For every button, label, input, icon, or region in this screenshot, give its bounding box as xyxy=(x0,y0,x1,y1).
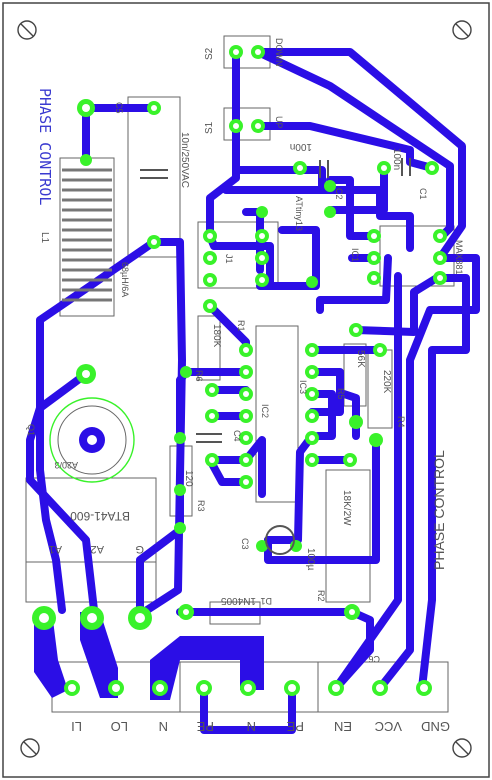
label-r5: R5 xyxy=(336,388,346,400)
power-traces xyxy=(34,612,264,700)
label-l1: L1 xyxy=(39,232,50,244)
label-g-pin: G xyxy=(135,543,144,555)
mounting-holes xyxy=(17,20,472,758)
label-ic3: IC3 xyxy=(298,380,308,394)
label-c5: C5 xyxy=(114,102,124,114)
capacitor-symbols xyxy=(140,158,411,555)
terminal-pe-label: PE xyxy=(196,719,214,734)
label-r5-value: 56K xyxy=(355,350,366,368)
label-a2-pin: A2 xyxy=(91,543,104,555)
board-title-side: PHASE CONTROL xyxy=(431,450,447,570)
label-r2: R2 xyxy=(316,590,326,602)
label-q1: Q1 xyxy=(26,424,36,436)
label-r3-value: 120 xyxy=(183,470,194,487)
terminal-n2-label: N xyxy=(247,719,256,734)
terminal-n-label: N xyxy=(159,719,168,734)
terminal-gnd-label: GND xyxy=(421,719,450,734)
label-a1-pin: A1 xyxy=(49,543,62,555)
board-title-top: PHASE CONTROL xyxy=(36,88,54,205)
label-r2-value: 18K/2W xyxy=(341,490,352,526)
inductor-coil xyxy=(62,168,112,302)
terminal-vcc-label: VCC xyxy=(375,719,402,734)
terminal-lo-label: LO xyxy=(111,719,128,734)
label-c2: C2 xyxy=(334,188,344,200)
label-r6: R6 xyxy=(194,370,204,382)
label-r3: R3 xyxy=(196,500,206,512)
label-ic1: IC1 xyxy=(350,248,360,262)
label-c3: C3 xyxy=(240,538,250,550)
label-d1-value: 1N4005 xyxy=(221,595,256,606)
label-up: UP xyxy=(274,116,284,129)
label-s2: S2 xyxy=(204,47,215,60)
label-a20: A20/3 xyxy=(54,460,78,470)
label-s1: S1 xyxy=(204,121,215,134)
label-ic2-part: ATtiny13 xyxy=(294,196,304,231)
label-down: DOWN xyxy=(274,38,284,67)
label-c1: C1 xyxy=(418,188,428,200)
label-c5-value: 10n/250VAC xyxy=(179,132,190,188)
drill-holes xyxy=(39,49,443,692)
label-r1: R1 xyxy=(236,320,246,332)
label-ic1-part: MAX881 xyxy=(454,240,464,275)
label-j1: J1 xyxy=(224,254,234,264)
label-r1-value: 180K xyxy=(211,324,222,348)
label-r4-value: 220K xyxy=(381,370,392,394)
label-c6: C6 xyxy=(368,654,380,664)
label-r4: R4 xyxy=(396,416,406,428)
label-q1-part: BTA41-600 xyxy=(70,509,130,523)
label-c3-value: 100µ xyxy=(305,548,316,571)
terminal-pe2-label: PE xyxy=(286,719,304,734)
label-inductor-value: 68µH/6A xyxy=(120,262,130,297)
terminal-li-label: LI xyxy=(71,719,82,734)
label-d1: D1 xyxy=(260,596,272,606)
label-c4: C4 xyxy=(232,430,242,442)
pads xyxy=(32,45,447,696)
terminal-en-label: EN xyxy=(334,719,352,734)
label-ic2: IC2 xyxy=(260,404,270,418)
label-c-top: 100n xyxy=(290,141,312,152)
label-c-right: 100n xyxy=(391,148,402,170)
